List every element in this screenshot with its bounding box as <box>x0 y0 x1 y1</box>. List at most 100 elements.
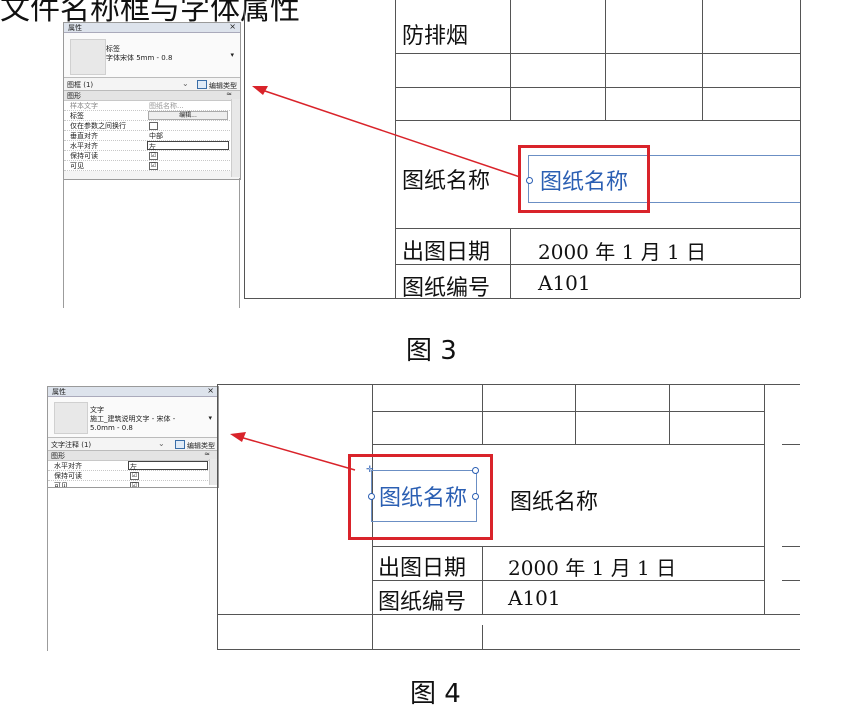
type-subtitle: 字体宋体 5mm - 0.8 <box>106 54 173 62</box>
table-line <box>372 384 373 650</box>
instance-filter[interactable]: 图框 (1) ⌄ 编辑类型 <box>64 78 240 91</box>
panel-border-right <box>239 178 240 308</box>
table-line <box>782 580 800 581</box>
group-label: 图形 <box>67 92 81 100</box>
table-line <box>395 53 800 54</box>
chevron-down-icon[interactable]: ▾ <box>230 51 234 59</box>
table-line <box>510 228 511 298</box>
panel-title: 属性 <box>52 388 66 396</box>
text-box-frame <box>528 155 800 156</box>
chevron-down-icon[interactable]: ▾ <box>208 414 212 422</box>
visible-checkbox[interactable]: ☑ <box>130 482 139 488</box>
cell-smoke-control: 防排烟 <box>402 24 469 49</box>
close-icon[interactable]: × <box>229 22 236 31</box>
table-line <box>395 0 396 298</box>
keep-readable-checkbox[interactable]: ☑ <box>149 152 158 160</box>
horizontal-align-field[interactable]: 左 <box>147 141 229 151</box>
cell-label-sheet-number: 图纸编号 <box>378 590 467 615</box>
property-key: 水平对齐 <box>70 142 98 150</box>
type-selector[interactable]: 标签 字体宋体 5mm - 0.8 ▾ <box>64 33 240 78</box>
cell-label-date: 出图日期 <box>378 556 467 581</box>
property-key: 保持可读 <box>54 472 82 480</box>
visible-checkbox[interactable]: ☑ <box>149 162 158 170</box>
cell-label-date: 出图日期 <box>402 240 491 265</box>
property-key: 标签 <box>70 112 84 120</box>
property-row-sample-text[interactable]: 样本文字 图纸名称... <box>64 101 240 111</box>
table-line <box>372 411 764 412</box>
wrap-checkbox[interactable] <box>149 122 158 130</box>
property-key: 水平对齐 <box>54 462 82 470</box>
chevron-down-icon[interactable]: ⌄ <box>158 439 165 448</box>
collapse-icon[interactable]: ≈ <box>204 450 210 458</box>
instance-filter[interactable]: 文字注释 (1) ⌄ 编辑类型 <box>48 438 218 451</box>
grip-handle-icon[interactable] <box>368 493 375 500</box>
properties-panel-fig4: 属性 × 文字 施工_建筑说明文字 - 宋体 - 5.0mm - 0.8 ▾ 文… <box>47 386 219 488</box>
table-line <box>782 614 800 615</box>
instance-filter-label: 文字注释 (1) <box>51 441 92 449</box>
group-label: 图形 <box>51 452 65 460</box>
property-row-visible[interactable]: 可见 ☑ <box>64 161 240 171</box>
table-line <box>702 0 703 120</box>
close-icon[interactable]: × <box>207 386 214 395</box>
panel-header: 属性 × <box>48 387 218 397</box>
collapse-icon[interactable]: ≈ <box>226 90 232 98</box>
selected-label-text[interactable]: 图纸名称 <box>540 170 629 195</box>
property-key: 垂直对齐 <box>70 132 98 140</box>
figure-caption-3: 图 3 <box>406 336 457 366</box>
table-line <box>372 546 764 547</box>
group-graphics[interactable]: 图形 ≈ <box>48 450 218 461</box>
keep-readable-checkbox[interactable]: ☑ <box>130 472 139 480</box>
edit-type-button[interactable]: 编辑类型 <box>175 440 215 451</box>
property-row-horizontal-align[interactable]: 水平对齐 左 <box>64 141 240 151</box>
instance-filter-label: 图框 (1) <box>67 81 94 89</box>
type-name: 文字 <box>90 406 104 414</box>
rotate-handle-icon[interactable] <box>472 467 479 474</box>
field-value: 左 <box>149 143 156 151</box>
property-value: 图纸名称... <box>149 102 184 110</box>
table-line <box>395 120 800 121</box>
property-row-vertical-align[interactable]: 垂直对齐 中部 <box>64 131 240 141</box>
grip-handle-icon[interactable] <box>472 493 479 500</box>
property-row-horizontal-align[interactable]: 水平对齐 左 <box>48 461 218 471</box>
horizontal-align-field[interactable]: 左 <box>128 461 208 471</box>
table-line <box>217 649 800 650</box>
selected-text-note[interactable]: 图纸名称 <box>379 486 468 511</box>
cell-number-value: A101 <box>508 586 561 610</box>
scrollbar[interactable] <box>231 99 240 177</box>
arrowhead-fig3 <box>252 86 268 95</box>
property-row-keep-readable[interactable]: 保持可读 ☑ <box>64 151 240 161</box>
type-preview-thumbnail <box>70 39 106 75</box>
sheet-border <box>217 384 218 650</box>
chevron-down-icon[interactable]: ⌄ <box>182 79 189 88</box>
table-line <box>510 0 511 120</box>
grip-handle-icon[interactable] <box>526 177 533 184</box>
sheet-border <box>217 384 800 385</box>
table-line <box>217 614 800 615</box>
edit-type-button[interactable]: 编辑类型 <box>197 80 237 91</box>
group-graphics[interactable]: 图形 ≈ <box>64 90 240 101</box>
edit-label-button[interactable]: 编辑... <box>148 111 228 120</box>
cell-label-sheet-name: 图纸名称 <box>402 169 491 194</box>
property-row-label[interactable]: 标签 编辑... <box>64 111 240 121</box>
scrollbar[interactable] <box>209 459 218 485</box>
table-line <box>482 384 483 444</box>
property-row-keep-readable[interactable]: 保持可读 ☑ <box>48 471 218 481</box>
move-icon[interactable]: ✛ <box>366 465 374 475</box>
panel-header: 属性 × <box>64 23 240 33</box>
sheet-border <box>244 298 800 299</box>
property-key: 保持可读 <box>70 152 98 160</box>
edit-type-icon <box>197 80 207 89</box>
table-line <box>575 384 576 444</box>
property-key: 仅在参数之间换行 <box>70 122 126 130</box>
panel-title: 属性 <box>68 24 82 32</box>
property-row-visible[interactable]: 可见 ☑ <box>48 481 218 488</box>
type-selector[interactable]: 文字 施工_建筑说明文字 - 宋体 - 5.0mm - 0.8 ▾ <box>48 397 218 438</box>
type-subtitle: 施工_建筑说明文字 - 宋体 - 5.0mm - 0.8 <box>90 415 176 432</box>
cell-sheet-name-value: 图纸名称 <box>510 490 599 515</box>
property-row-wrap[interactable]: 仅在参数之间换行 <box>64 121 240 131</box>
table-line <box>395 264 800 265</box>
edit-type-label: 编辑类型 <box>187 442 215 450</box>
table-line <box>605 0 606 120</box>
property-key: 可见 <box>70 162 84 170</box>
